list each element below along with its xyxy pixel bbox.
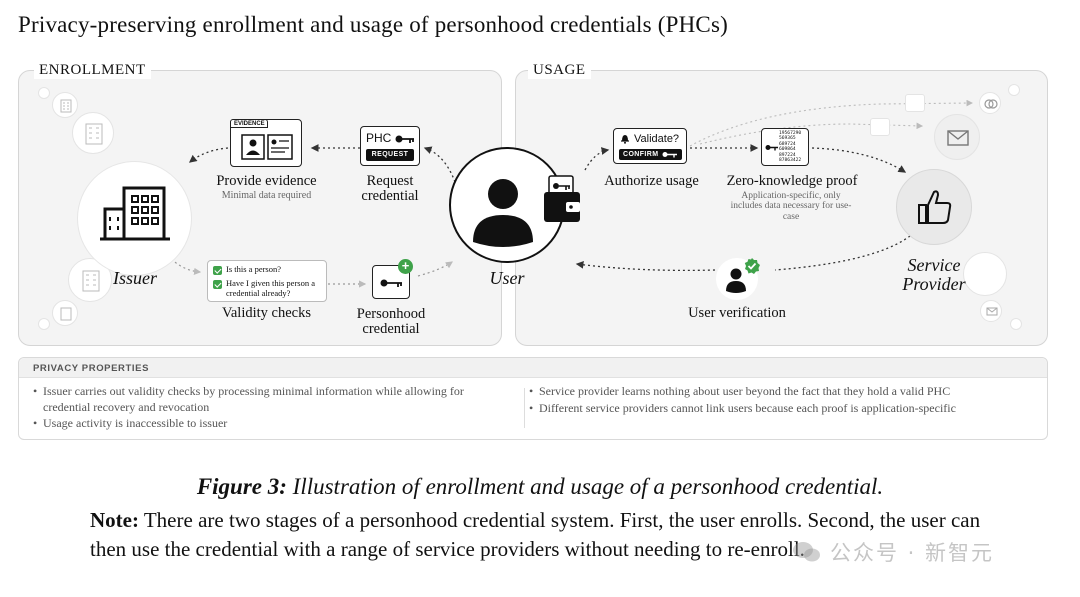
service-provider-label: Service Provider bbox=[902, 255, 966, 294]
ghost-document-icon bbox=[905, 94, 925, 112]
figure-note: Note: There are two stages of a personho… bbox=[90, 506, 1010, 563]
ghost-building-icon bbox=[52, 92, 78, 118]
user-node bbox=[449, 147, 565, 263]
arrow-verification-to-user bbox=[575, 260, 716, 272]
user-icon bbox=[473, 179, 533, 247]
confirm-label: CONFIRM bbox=[623, 150, 659, 158]
ghost-mail-icon bbox=[980, 300, 1002, 322]
provide-evidence-label: Provide evidence bbox=[216, 173, 317, 189]
service-provider-node bbox=[896, 169, 972, 245]
flow-arrows bbox=[167, 99, 974, 288]
wechat-logo-icon bbox=[793, 542, 820, 562]
ghost-dot bbox=[38, 87, 50, 99]
key-icon bbox=[395, 135, 414, 143]
privacy-properties-box: PRIVACY PROPERTIES Issuer carries out va… bbox=[18, 357, 1048, 440]
bell-icon bbox=[621, 135, 629, 144]
authorize-usage-label: Authorize usage bbox=[604, 173, 699, 189]
zkp-number: 689724 bbox=[779, 141, 796, 147]
ghost-document-icon bbox=[870, 118, 890, 136]
note-text: There are two stages of a personhood cre… bbox=[90, 508, 981, 561]
check-icon bbox=[213, 280, 222, 289]
request-credential-label: Request credential bbox=[361, 173, 419, 205]
privacy-item: Usage activity is inaccessible to issuer bbox=[33, 416, 483, 432]
ghost-building-icon bbox=[52, 300, 78, 326]
request-card: PHC REQUEST bbox=[360, 126, 420, 166]
arrow-provider-to-verification bbox=[774, 235, 911, 271]
zkp-number: 609864 bbox=[779, 147, 796, 153]
note-label: Note: bbox=[90, 508, 139, 532]
wallet-icon bbox=[544, 175, 580, 222]
key-icon bbox=[380, 279, 402, 287]
arrow-zkp-to-provider bbox=[811, 147, 907, 173]
privacy-right-col: Service provider learns nothing about us… bbox=[529, 384, 1041, 417]
privacy-left-col: Issuer carries out validity checks by pr… bbox=[33, 384, 483, 433]
id-card-icon bbox=[241, 134, 293, 160]
request-button[interactable]: REQUEST bbox=[366, 149, 414, 161]
user-label: User bbox=[489, 268, 525, 288]
verified-user-icon bbox=[726, 268, 746, 293]
zkp-number: 87863422 bbox=[779, 158, 802, 164]
privacy-item: Issuer carries out validity checks by pr… bbox=[33, 384, 483, 415]
arrow-credential-to-user bbox=[417, 261, 453, 277]
privacy-item: Different service providers cannot link … bbox=[529, 401, 1041, 417]
thumbs-up-icon bbox=[918, 190, 952, 224]
ghost-circle bbox=[963, 252, 1007, 296]
evidence-tag: EVIDENCE bbox=[230, 119, 268, 128]
zkp-label: Zero-knowledge proof bbox=[726, 173, 858, 189]
confirm-button[interactable]: CONFIRM bbox=[619, 149, 682, 160]
privacy-item: Service provider learns nothing about us… bbox=[529, 384, 1041, 400]
zkp-number: 19567290 bbox=[779, 131, 802, 136]
ghost-dot bbox=[1008, 84, 1020, 96]
building-icon bbox=[100, 186, 170, 241]
plus-icon: + bbox=[398, 259, 413, 274]
zkp-number: 569365 bbox=[779, 136, 796, 142]
caption-figure-number: Figure 3: bbox=[196, 474, 287, 499]
privacy-divider bbox=[524, 388, 525, 428]
arrow-user-to-validate bbox=[584, 147, 610, 171]
watermark-text: 公众号 · 新智元 bbox=[830, 541, 995, 565]
ghost-dot bbox=[38, 318, 50, 330]
zkp-sub: Application-specific, only includes data… bbox=[730, 191, 852, 222]
phc-label: PHC bbox=[366, 131, 392, 145]
check-person: Is this a person? bbox=[226, 264, 282, 274]
validity-checks-label: Validity checks bbox=[222, 305, 311, 321]
ghost-link-icon bbox=[979, 92, 1001, 114]
zkp-number: 897224 bbox=[779, 152, 796, 158]
arrow-user-to-request bbox=[423, 146, 456, 183]
ghost-dot bbox=[1010, 318, 1022, 330]
validate-label: Validate? bbox=[634, 133, 680, 145]
key-icon bbox=[765, 145, 778, 151]
caption-text: Illustration of enrollment and usage of … bbox=[292, 474, 884, 499]
key-icon bbox=[662, 152, 677, 158]
provide-evidence-sub: Minimal data required bbox=[221, 190, 312, 201]
personhood-credential-label: Personhood credential bbox=[356, 306, 426, 338]
user-verification-label: User verification bbox=[688, 305, 786, 321]
issuer-label: Issuer bbox=[113, 268, 157, 288]
check-duplicate: Have I given this person a credential al… bbox=[226, 278, 315, 298]
validity-checks-card: Is this a person? Have I given this pers… bbox=[207, 260, 327, 302]
arrow-faint-top bbox=[689, 99, 974, 147]
usage-label: USAGE bbox=[528, 62, 591, 79]
evidence-card: EVIDENCE bbox=[230, 119, 302, 167]
figure-title: Privacy-preserving enrollment and usage … bbox=[18, 12, 728, 37]
ghost-mail-icon bbox=[934, 114, 980, 160]
verified-badge-icon bbox=[744, 258, 760, 274]
arrow-evidence-to-issuer bbox=[188, 147, 229, 163]
ghost-building-icon bbox=[72, 112, 114, 154]
check-icon bbox=[213, 266, 222, 275]
validate-card: Validate? CONFIRM bbox=[613, 128, 687, 164]
enrollment-label: ENROLLMENT bbox=[34, 62, 151, 79]
issuer-node bbox=[78, 162, 191, 275]
privacy-header: PRIVACY PROPERTIES bbox=[19, 358, 1047, 378]
arrow-faint-mid bbox=[699, 122, 924, 145]
figure-caption: Figure 3: Illustration of enrollment and… bbox=[0, 474, 1080, 500]
